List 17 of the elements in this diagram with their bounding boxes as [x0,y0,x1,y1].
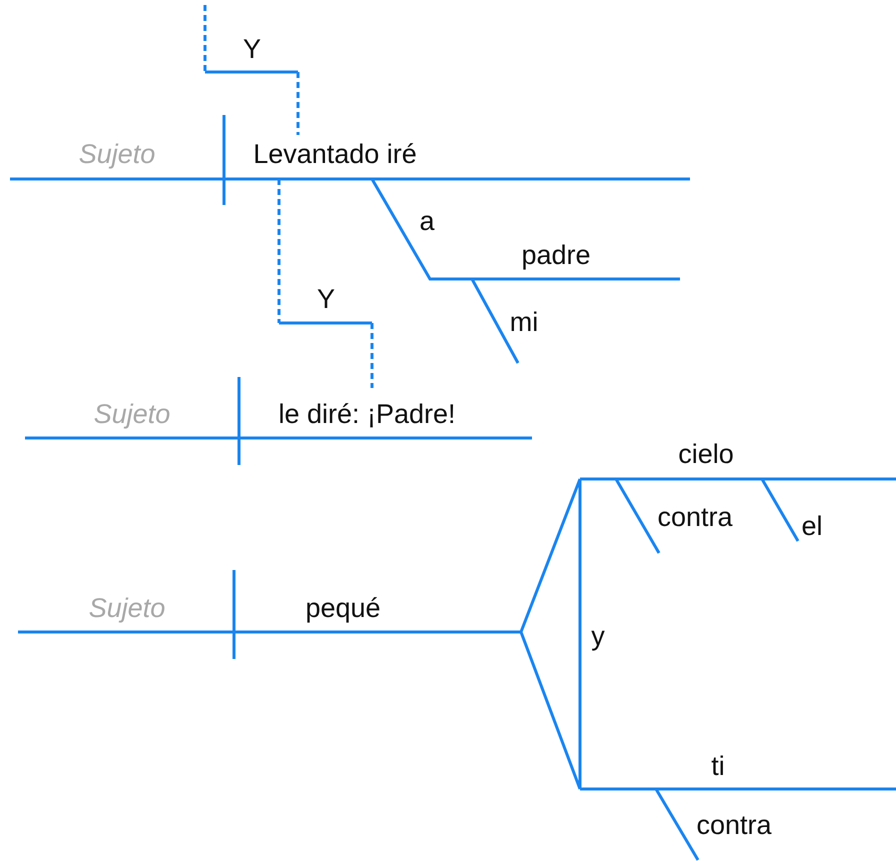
diagram-word: contra [696,811,772,841]
diagram-word: y [591,622,605,652]
diagram-word: ti [711,752,725,782]
placeholder-word: Sujeto [78,140,156,170]
diagram-word: mi [510,308,538,338]
placeholder-word: Sujeto [94,400,170,430]
diagram-word: cielo [678,440,734,470]
diagram-word: a [419,207,435,237]
diagram-word: Y [317,285,335,315]
diagram-word: Y [243,35,261,65]
diagram-word: el [802,512,822,542]
diagram-word: pequé [305,594,381,624]
diagram-word: contra [657,503,733,533]
diagram-word: Levantado iré [253,140,417,170]
placeholder-word: Sujeto [88,594,166,624]
diagram-word: padre [521,241,591,271]
diagram-word: le diré: ¡Padre! [278,400,456,430]
